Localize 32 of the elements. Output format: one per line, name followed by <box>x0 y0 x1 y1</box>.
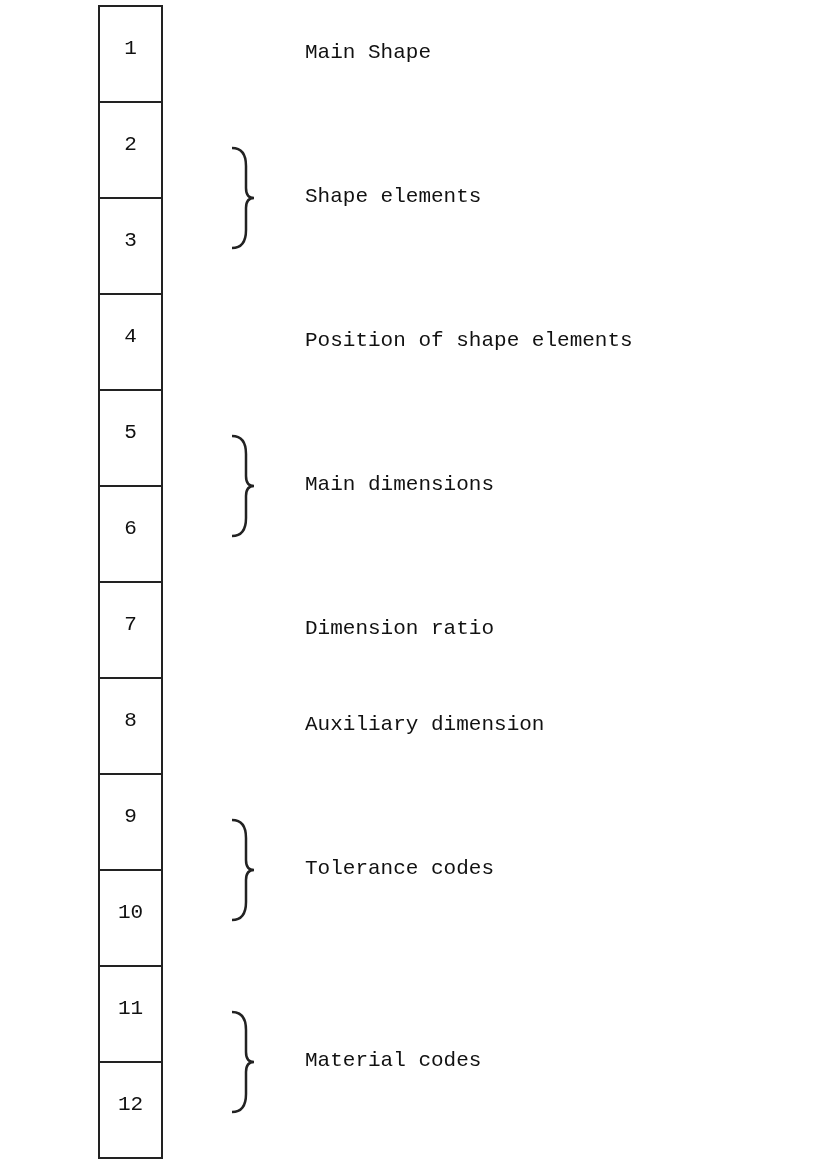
row-number: 6 <box>123 517 138 540</box>
table-row-box <box>98 677 163 775</box>
field-group-description: Position of shape elements <box>305 329 633 352</box>
field-group-description: Material codes <box>305 1049 482 1072</box>
table-row-box <box>98 101 163 199</box>
row-number: 3 <box>123 229 138 252</box>
table-row-box <box>98 389 163 487</box>
table-row-box <box>98 197 163 295</box>
table-row-box <box>98 581 163 679</box>
table-row-box <box>98 293 163 391</box>
table-row-box <box>98 869 163 967</box>
field-group-description: Auxiliary dimension <box>305 713 545 736</box>
field-group-description: Main dimensions <box>305 473 495 496</box>
row-number: 11 <box>116 997 145 1020</box>
row-number: 12 <box>116 1093 145 1116</box>
table-row-box <box>98 1061 163 1159</box>
row-number: 5 <box>123 421 138 444</box>
field-group-description: Tolerance codes <box>305 857 495 880</box>
field-group-description: Main Shape <box>305 41 432 64</box>
table-row-box <box>98 773 163 871</box>
row-number: 8 <box>123 709 138 732</box>
row-number: 2 <box>123 133 138 156</box>
row-number: 10 <box>116 901 145 924</box>
table-row-box <box>98 965 163 1063</box>
row-number: 1 <box>123 37 138 60</box>
field-group-description: Dimension ratio <box>305 617 495 640</box>
row-number: 4 <box>123 325 138 348</box>
row-number: 9 <box>123 805 138 828</box>
table-row-box <box>98 485 163 583</box>
row-number: 7 <box>123 613 138 636</box>
field-group-description: Shape elements <box>305 185 482 208</box>
table-row-box <box>98 5 163 103</box>
